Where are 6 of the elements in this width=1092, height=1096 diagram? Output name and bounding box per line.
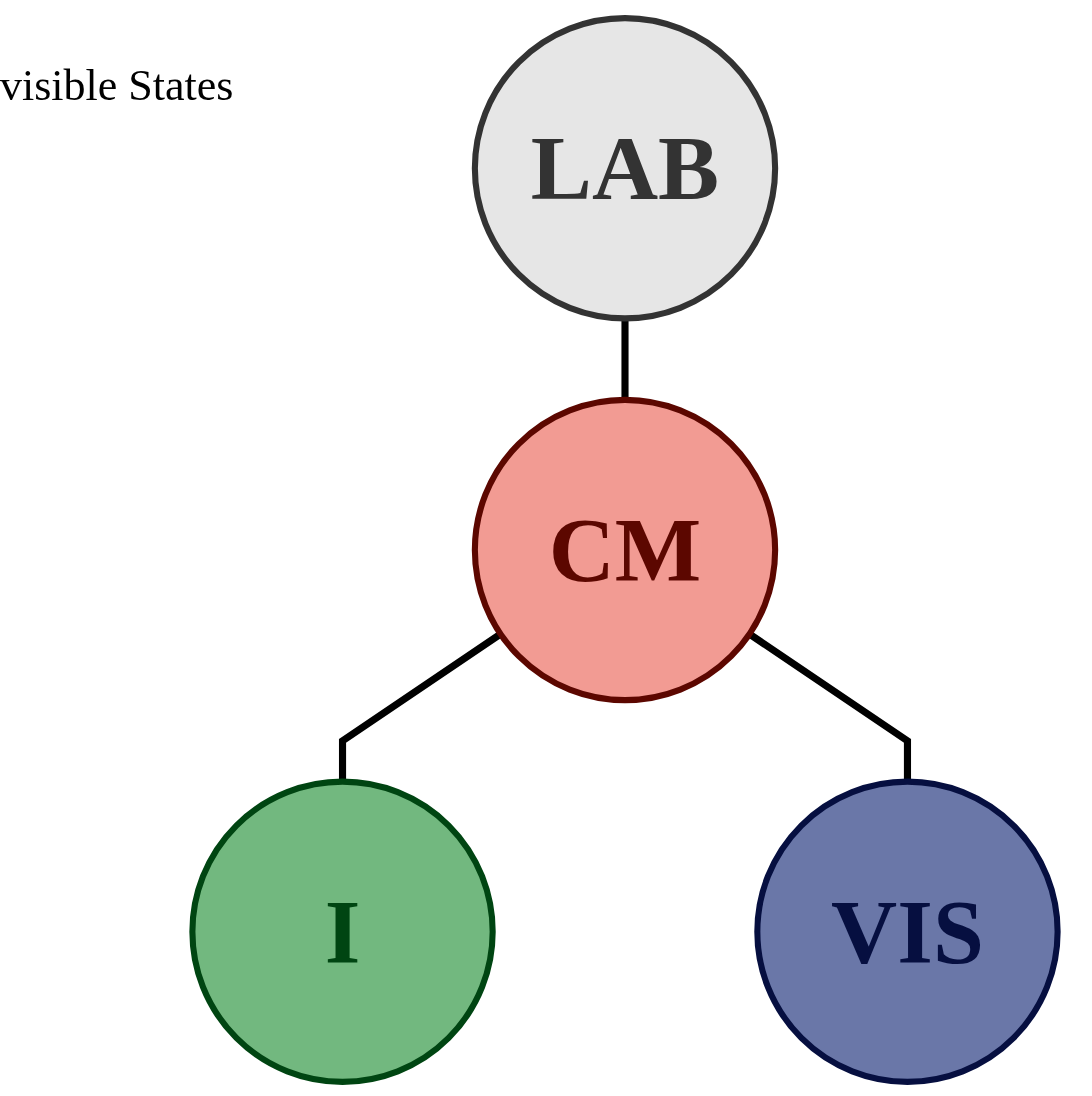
node-circle: VIS	[754, 778, 1061, 1085]
connector	[621, 318, 629, 400]
note-text: visible States	[0, 60, 234, 111]
node-circle: LAB	[471, 15, 779, 322]
node-circle: CM	[471, 396, 779, 704]
node-circle: I	[189, 778, 496, 1085]
